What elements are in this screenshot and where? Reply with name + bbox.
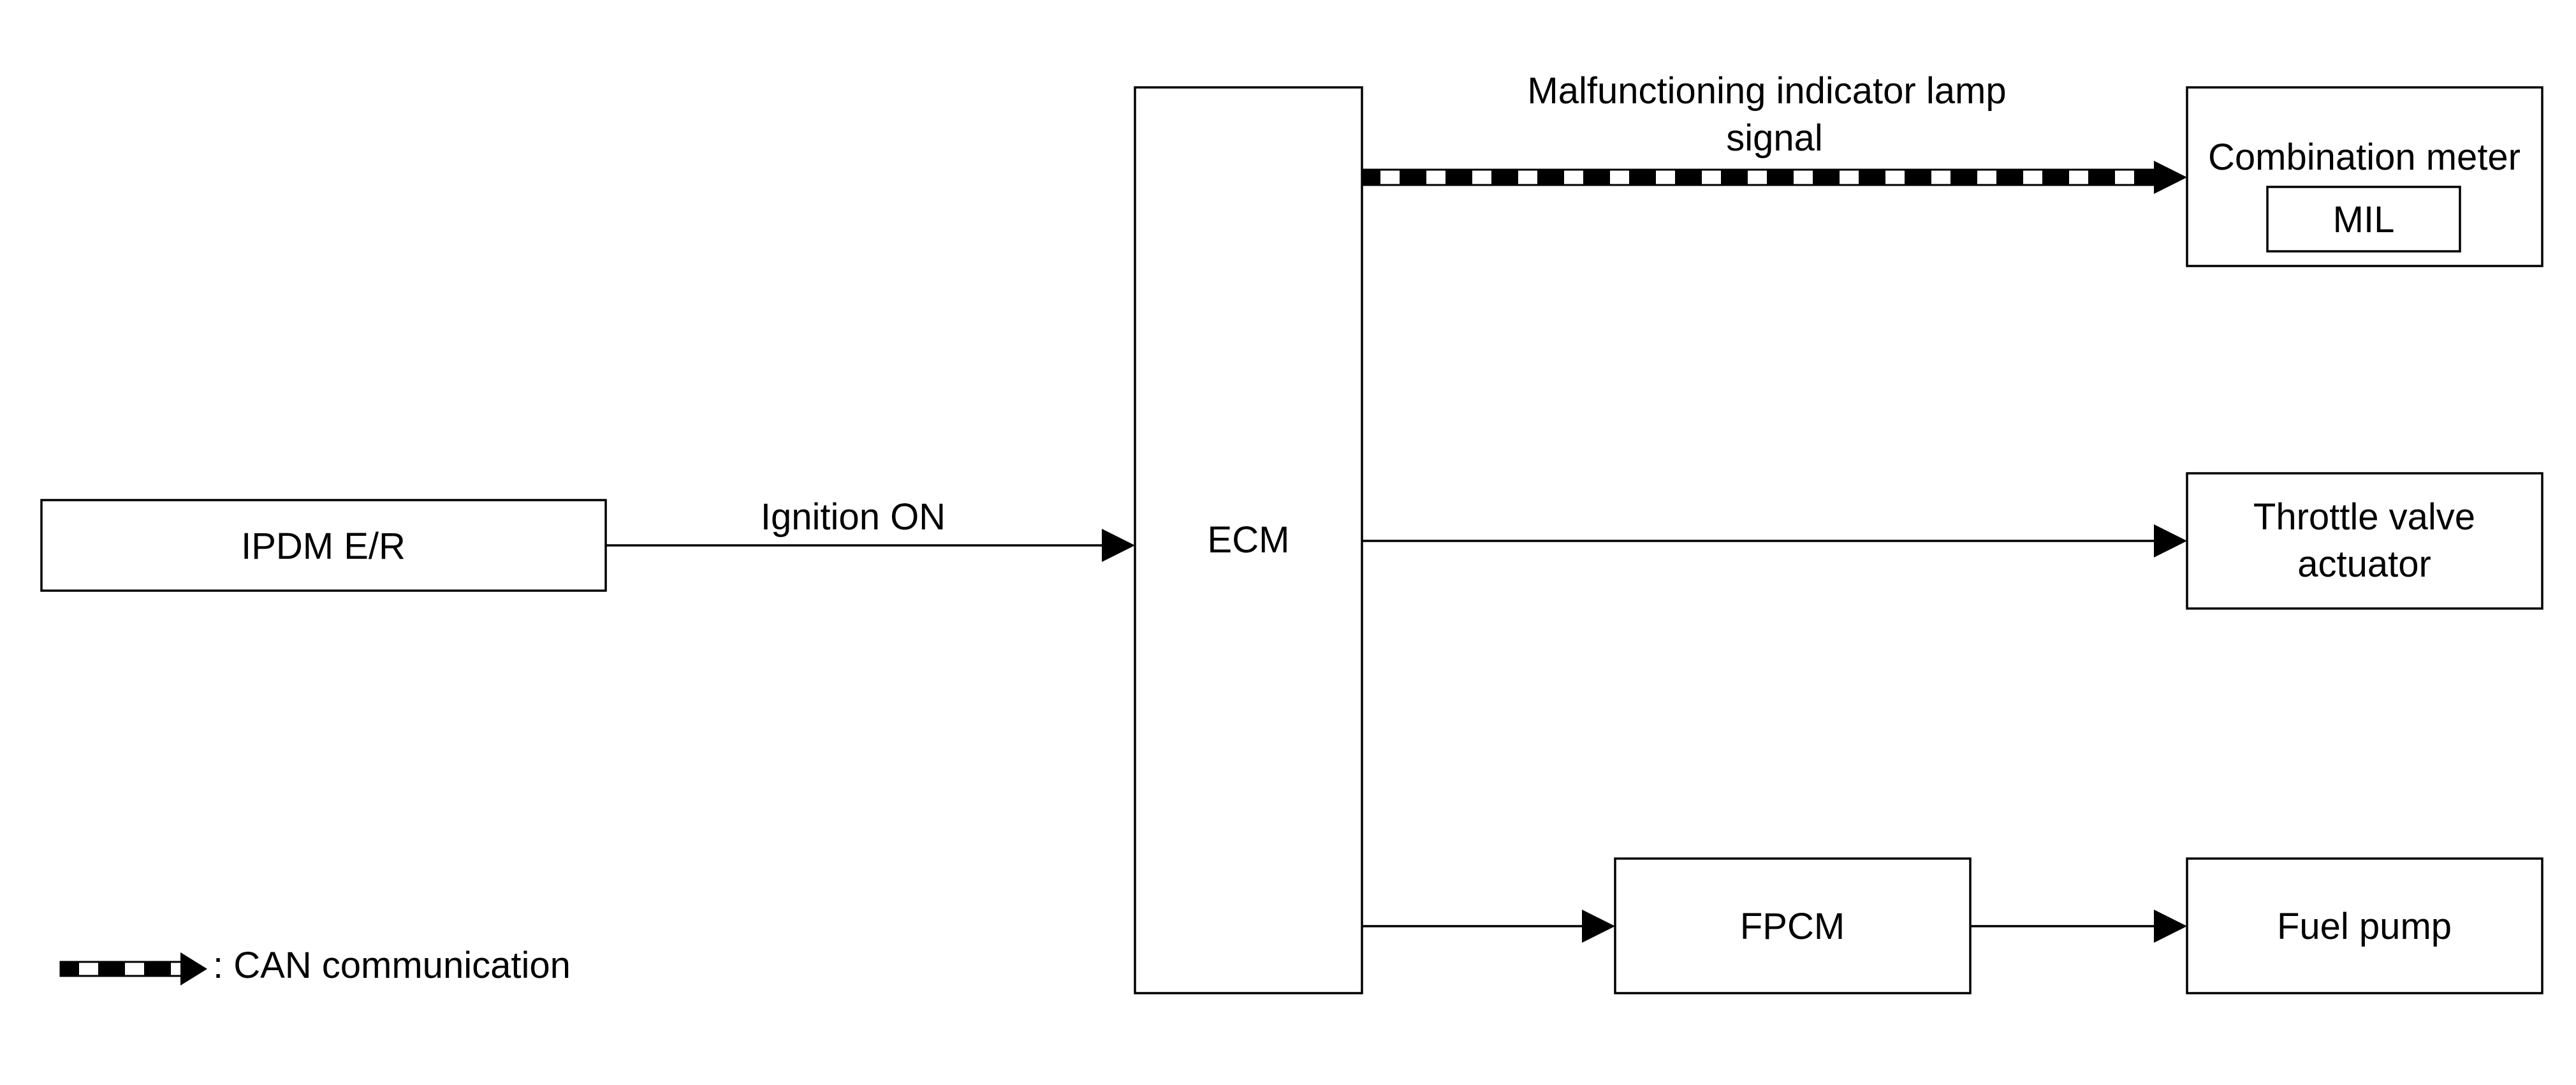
mil-signal-label-line1: Malfunctioning indicator lamp [1527,70,2006,112]
combination-meter-frame [2186,86,2543,267]
can-line [1361,168,2155,186]
ecm-box: ECM [1134,86,1363,994]
throttle-valve-actuator-box: Throttle valve actuator [2186,472,2543,610]
can-arrowhead [2154,161,2187,194]
fuel-pump-arrow [1970,910,2187,943]
ipdm-box-frame [40,499,607,592]
ipdm-label: IPDM E/R [241,526,406,567]
mil-label: MIL [2333,199,2395,240]
combination-meter-label: Combination meter [2208,137,2521,178]
fpcm-arrowhead [1582,910,1615,943]
fuel-pump-box: Fuel pump [2186,857,2543,994]
mil-signal-label-line2: signal [1726,117,1823,159]
mil-box-frame [2266,186,2461,253]
throttle-arrowhead [2154,524,2187,557]
fpcm-label: FPCM [1740,906,1845,947]
fuel-pump-arrowhead [2154,910,2187,943]
combination-meter-box: Combination meter MIL [2186,86,2543,267]
fpcm-box: FPCM [1614,857,1972,994]
throttle-label-line2: actuator [2297,543,2431,585]
throttle-box-frame [2186,472,2543,610]
legend: : CAN communication [59,945,571,986]
fuel-pump-frame [2186,857,2543,994]
legend-label: : CAN communication [213,945,571,986]
ecm-label: ECM [1208,519,1290,561]
ecm-box-frame [1134,86,1363,994]
fuel-pump-label: Fuel pump [2277,906,2452,947]
legend-can-arrowhead [180,952,207,985]
mil-signal-can-arrow: Malfunctioning indicator lamp signal [1361,70,2187,194]
ignition-on-arrowhead [1102,529,1135,562]
throttle-label-line1: Throttle valve [2253,496,2475,538]
ignition-on-arrow: Ignition ON [606,496,1135,562]
fpcm-arrow [1362,910,1615,943]
throttle-arrow [1362,524,2187,557]
fpcm-box-frame [1614,857,1972,994]
ipdm-box: IPDM E/R [40,499,607,592]
ignition-on-label: Ignition ON [761,496,946,538]
legend-can-line [59,961,183,977]
